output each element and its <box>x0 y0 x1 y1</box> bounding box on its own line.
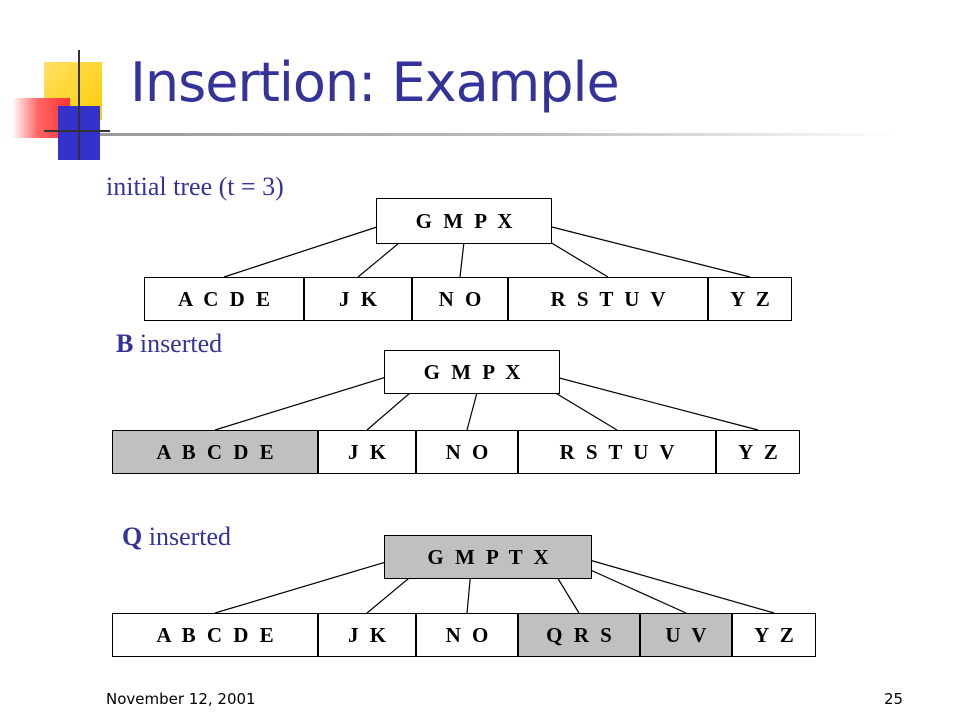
corner-decoration <box>0 50 110 160</box>
caption-text: inserted <box>142 522 232 551</box>
caption-bold-text: B <box>116 329 134 358</box>
tree2-edge <box>543 373 759 431</box>
deco-vertical-line <box>78 50 80 160</box>
caption-q-inserted: Q inserted <box>122 524 231 550</box>
tree1-edge <box>223 223 387 278</box>
tree3-leaf-node: Y Z <box>732 613 816 657</box>
tree2-edge <box>214 373 397 431</box>
caption-text: inserted <box>133 329 223 358</box>
caption-b-inserted: B inserted <box>116 331 222 357</box>
caption-initial-tree: initial tree (t = 3) <box>106 174 284 200</box>
tree2-leaf-node: A B C D E <box>112 430 318 474</box>
tree2-leaf-node: J K <box>318 430 416 474</box>
tree3-leaf-node: A B C D E <box>112 613 318 657</box>
tree2-leaf-node: N O <box>416 430 518 474</box>
tree3-leaf-node: Q R S <box>518 613 640 657</box>
footer-date: November 12, 2001 <box>106 690 256 708</box>
tree1-leaf-node: A C D E <box>144 277 304 321</box>
tree3-edge <box>214 558 397 614</box>
tree3-leaf-node: J K <box>318 613 416 657</box>
deco-horizontal-line <box>44 130 110 132</box>
tree1-leaf-node: R S T U V <box>508 277 708 321</box>
tree2-leaf-node: R S T U V <box>518 430 716 474</box>
tree1-leaf-node: Y Z <box>708 277 792 321</box>
tree2-leaf-node: Y Z <box>716 430 800 474</box>
tree2-root-node: G M P X <box>384 350 560 394</box>
caption-text: initial tree (t = 3) <box>106 172 284 201</box>
tree3-leaf-node: N O <box>416 613 518 657</box>
slide-title: Insertion: Example <box>130 51 620 114</box>
tree3-root-node: G M P T X <box>384 535 592 579</box>
title-underline <box>100 133 900 136</box>
tree1-leaf-node: N O <box>412 277 508 321</box>
tree1-root-node: G M P X <box>376 198 552 244</box>
tree3-leaf-node: U V <box>640 613 732 657</box>
footer-page-number: 25 <box>884 690 904 708</box>
caption-bold-text: Q <box>122 522 143 551</box>
tree3-edge <box>585 558 775 614</box>
tree1-edge <box>539 223 751 278</box>
tree1-leaf-node: J K <box>304 277 412 321</box>
